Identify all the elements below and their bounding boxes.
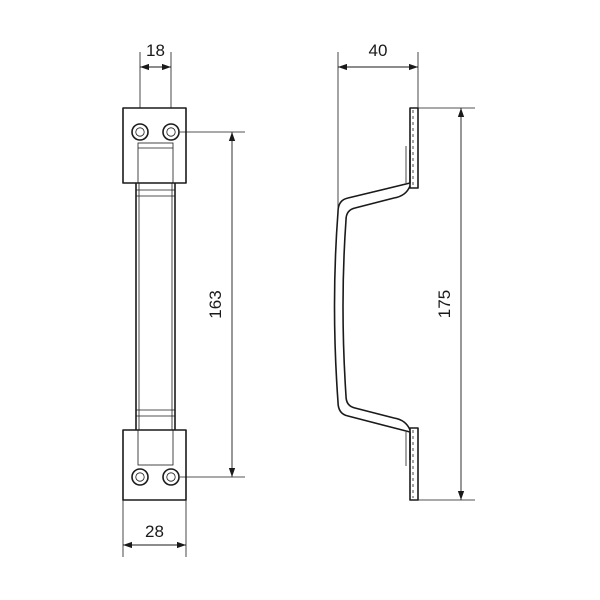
dimension-hole-centers: 163 — [180, 131, 245, 478]
dimension-overall-length: 175 — [418, 107, 475, 501]
dimension-projection: 40 — [337, 41, 419, 210]
side-top-foot — [409, 107, 419, 189]
dimension-label-40: 40 — [369, 41, 388, 60]
side-view: 40 175 — [333, 41, 475, 501]
screw-hole-bottom-left — [131, 468, 149, 486]
bottom-mounting-plate — [122, 429, 187, 501]
front-view: 18 28 163 — [122, 41, 245, 557]
screw-hole-top-right — [162, 123, 180, 141]
side-bottom-foot — [409, 427, 419, 501]
screw-hole-bottom-right — [162, 468, 180, 486]
dimension-label-163: 163 — [206, 290, 225, 318]
side-handle-profile — [333, 146, 411, 466]
dimension-hole-spacing: 18 — [139, 41, 172, 108]
dimension-label-28: 28 — [145, 522, 164, 541]
screw-hole-top-left — [131, 123, 149, 141]
handle-grip — [135, 183, 176, 430]
dimension-base-width: 28 — [122, 500, 187, 557]
dimension-label-18: 18 — [146, 41, 165, 60]
dimension-label-175: 175 — [435, 290, 454, 318]
top-mounting-plate — [122, 107, 187, 184]
